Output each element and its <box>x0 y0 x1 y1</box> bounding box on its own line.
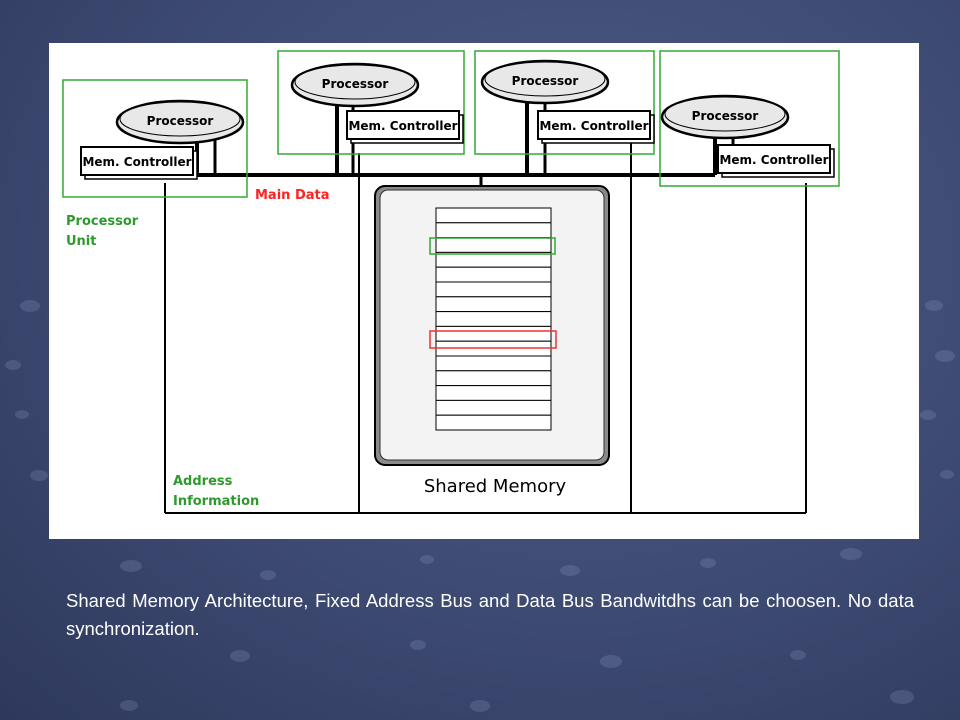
processor-unit-box-4 <box>659 50 840 187</box>
memory-cell <box>435 385 552 401</box>
memory-cell <box>435 266 552 283</box>
memory-cell <box>435 355 552 372</box>
shared-memory-diagram: Processor Processor Processor Processor … <box>62 50 840 514</box>
memory-cell <box>435 222 552 239</box>
mem-controller-4: Mem. Controller <box>717 144 835 178</box>
memory-cell <box>435 296 552 313</box>
memory-cell <box>435 370 552 387</box>
address-info-label-line2: Information <box>173 494 259 509</box>
processor-3: Processor <box>480 59 610 105</box>
shared-memory: Shared Memory <box>374 185 610 497</box>
shared-memory-label: Shared Memory <box>424 476 567 497</box>
memory-cell <box>435 414 552 431</box>
processor-label: Processor <box>322 77 389 91</box>
memory-cell <box>435 237 552 253</box>
mem-controller-label: Mem. Controller <box>539 119 648 133</box>
main-data-label: Main Data <box>255 188 330 203</box>
address-info-label-line1: Address <box>173 474 233 489</box>
mem-controller-1: Mem. Controller <box>80 146 198 180</box>
memory-cell <box>435 281 552 298</box>
processor-label: Processor <box>512 74 579 88</box>
processor-4: Processor <box>660 94 790 140</box>
diagram-panel: Processor Processor Processor Processor … <box>49 43 919 539</box>
memory-rows <box>435 207 552 431</box>
memory-cell <box>435 311 552 327</box>
mem-controller-2: Mem. Controller <box>346 110 464 144</box>
processor-label: Processor <box>692 109 759 123</box>
mem-controller-label: Mem. Controller <box>719 153 828 167</box>
processor-1: Processor <box>115 99 245 145</box>
mem-controller-label: Mem. Controller <box>82 155 191 169</box>
memory-cell <box>435 399 552 416</box>
slide-caption: Shared Memory Architecture, Fixed Addres… <box>66 590 914 639</box>
processor-unit-box-2 <box>277 50 465 155</box>
memory-highlight-red <box>429 330 557 349</box>
processor-unit-box-1 <box>62 79 248 198</box>
memory-cell <box>435 207 552 224</box>
processor-unit-label-line1: Processor <box>66 214 139 229</box>
processor-unit-label-line2: Unit <box>66 234 96 249</box>
memory-highlight-green <box>429 237 556 255</box>
processor-label: Processor <box>147 114 214 128</box>
processor-2: Processor <box>290 62 420 108</box>
memory-cell <box>435 325 552 342</box>
mem-controller-label: Mem. Controller <box>348 119 457 133</box>
mem-controller-3: Mem. Controller <box>537 110 655 144</box>
processor-unit-box-3 <box>474 50 655 155</box>
